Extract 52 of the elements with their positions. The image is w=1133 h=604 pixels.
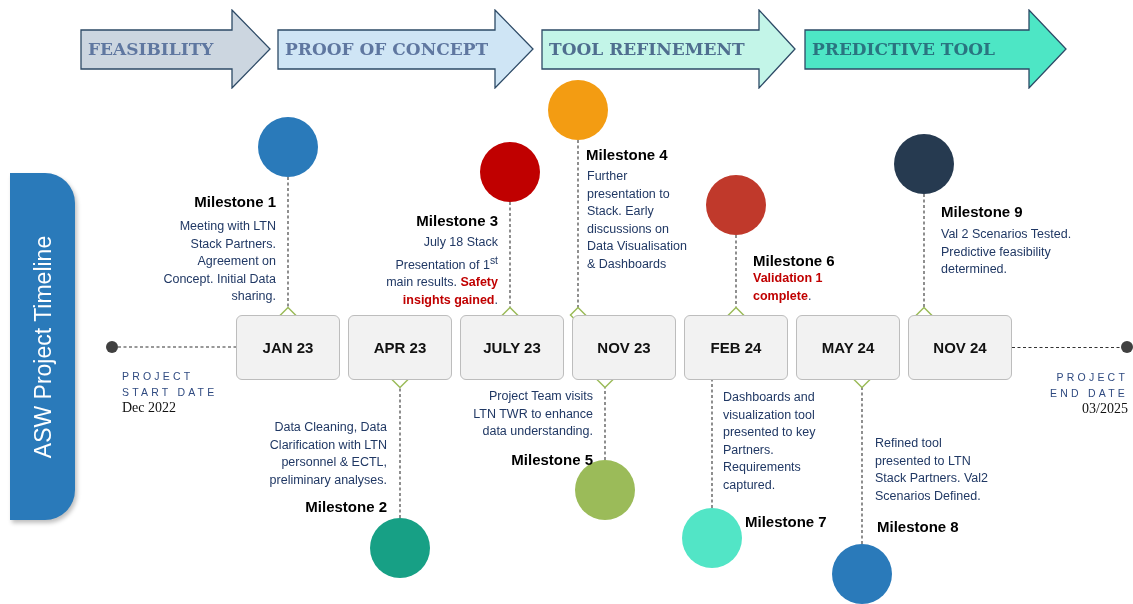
milestone-circle xyxy=(682,508,742,568)
phase-label: PREDICTIVE TOOL xyxy=(812,39,995,59)
milestone-title: Milestone 7 xyxy=(745,513,827,530)
phase-banner xyxy=(277,9,534,89)
milestone-circle xyxy=(706,175,766,235)
milestone-title: Milestone 9 xyxy=(941,203,1023,220)
date-box: APR 23 xyxy=(348,315,452,380)
phase-label: FEASIBILITY xyxy=(88,39,214,59)
milestone-circle xyxy=(370,518,430,578)
phase-banner xyxy=(541,9,796,89)
date-box: NOV 24 xyxy=(908,315,1012,380)
milestone-title: Milestone 2 xyxy=(305,498,387,515)
date-value: Dec 2022 xyxy=(122,400,178,416)
date-box: JULY 23 xyxy=(460,315,564,380)
milestone-title: Milestone 1 xyxy=(194,193,276,210)
date-box: MAY 24 xyxy=(796,315,900,380)
milestone-description: Data Cleaning, Data Clarification with LTN personnel & ECTL, preliminary analyses. xyxy=(268,419,387,489)
milestone-circle xyxy=(480,142,540,202)
date-box: JAN 23 xyxy=(236,315,340,380)
milestone-circle xyxy=(548,80,608,140)
milestone-description: July 18 Stack Presentation of 1$^{st}$ main results. Safety insights gained. xyxy=(385,234,498,309)
date-caption: PROJECT END DATE xyxy=(1049,370,1128,401)
date-value: 03/2025 xyxy=(1081,401,1128,417)
timeline-end-dot xyxy=(106,341,118,353)
phase-label: TOOL REFINEMENT xyxy=(549,39,745,59)
date-box: NOV 23 xyxy=(572,315,676,380)
phase-banner xyxy=(80,9,271,89)
milestone-description: Refined tool presented to LTN Stack Partners. Val2 Scenarios Defined. xyxy=(875,435,989,505)
date-box: FEB 24 xyxy=(684,315,788,380)
milestone-description: Val 2 Scenarios Tested. Predictive feasibility determined. xyxy=(941,226,1073,278)
milestone-circle xyxy=(832,544,892,604)
phase-label: PROOF OF CONCEPT xyxy=(285,39,489,59)
dashed-connector xyxy=(711,379,713,509)
milestone-title: Milestone 4 xyxy=(586,146,668,163)
milestone-description: Validation 1 complete. xyxy=(753,270,824,305)
dashed-connector xyxy=(117,346,237,348)
phase-banner xyxy=(804,9,1067,89)
milestone-description: Meeting with LTN Stack Partners. Agreement on Concept. Initial Data sharing. xyxy=(162,218,276,305)
timeline-title: ASW Project Timeline xyxy=(29,235,56,458)
milestone-description: Further presentation to Stack. Early discussions on Data Visualisation & Dashboards xyxy=(587,168,688,273)
milestone-title: Milestone 5 xyxy=(511,451,593,468)
date-caption: PROJECT START DATE xyxy=(122,369,219,400)
dashed-connector xyxy=(1011,346,1122,349)
milestone-description: Project Team visits LTN TWR to enhance data understanding. xyxy=(472,388,593,440)
milestone-title: Milestone 3 xyxy=(416,212,498,229)
milestone-title: Milestone 8 xyxy=(877,518,959,535)
milestone-description: Dashboards and visualization tool presented to key Partners. Requirements captured. xyxy=(723,389,817,494)
milestone-title: Milestone 6 xyxy=(753,252,835,269)
title-band xyxy=(10,173,75,520)
timeline-end-dot xyxy=(1121,341,1133,353)
milestone-circle xyxy=(258,117,318,177)
milestone-circle xyxy=(894,134,954,194)
